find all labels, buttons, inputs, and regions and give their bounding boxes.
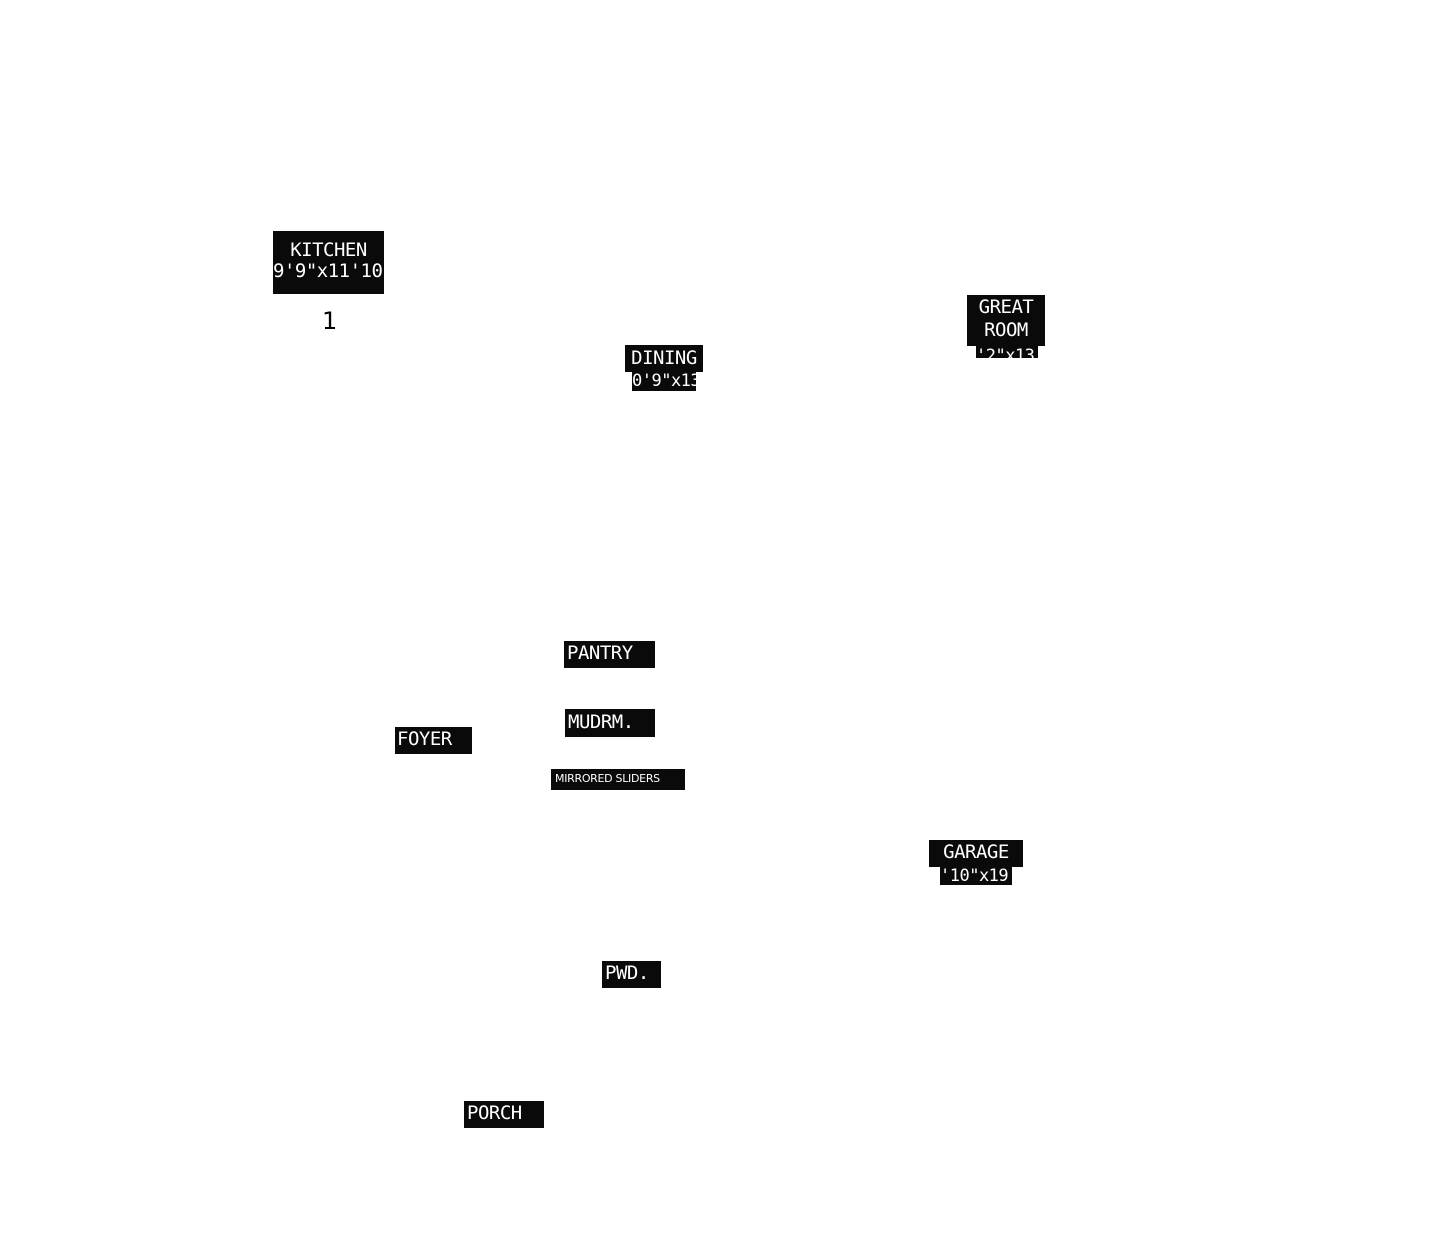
great-room-label: GREAT ROOM: [967, 295, 1045, 346]
porch-label: PORCH: [464, 1101, 544, 1128]
kitchen-name: KITCHEN: [290, 239, 367, 261]
powder-room-label: PWD.: [602, 961, 661, 988]
mudroom-label: MUDRM.: [565, 709, 655, 737]
pantry-label: PANTRY: [564, 641, 655, 668]
kitchen-label: KITCHEN 9'9"x11'10": [273, 231, 384, 294]
great-room-name-line2: ROOM: [984, 319, 1028, 341]
foyer-label: FOYER: [395, 727, 472, 754]
great-room-name-line1: GREAT: [978, 296, 1034, 318]
great-room-dimensions-text: '2"x13': [976, 346, 1038, 358]
great-room-dimensions: '2"x13': [976, 346, 1038, 358]
mirrored-sliders-note: MIRRORED SLIDERS: [551, 769, 685, 790]
kitchen-dimensions: 9'9"x11'10": [273, 260, 384, 282]
dining-dimensions: 0'9"x13': [632, 372, 696, 391]
garage-dimensions: '10"x19': [940, 867, 1012, 885]
garage-label: GARAGE: [929, 840, 1023, 867]
dining-label: DINING: [625, 345, 703, 372]
kitchen-number: 1: [322, 307, 338, 335]
